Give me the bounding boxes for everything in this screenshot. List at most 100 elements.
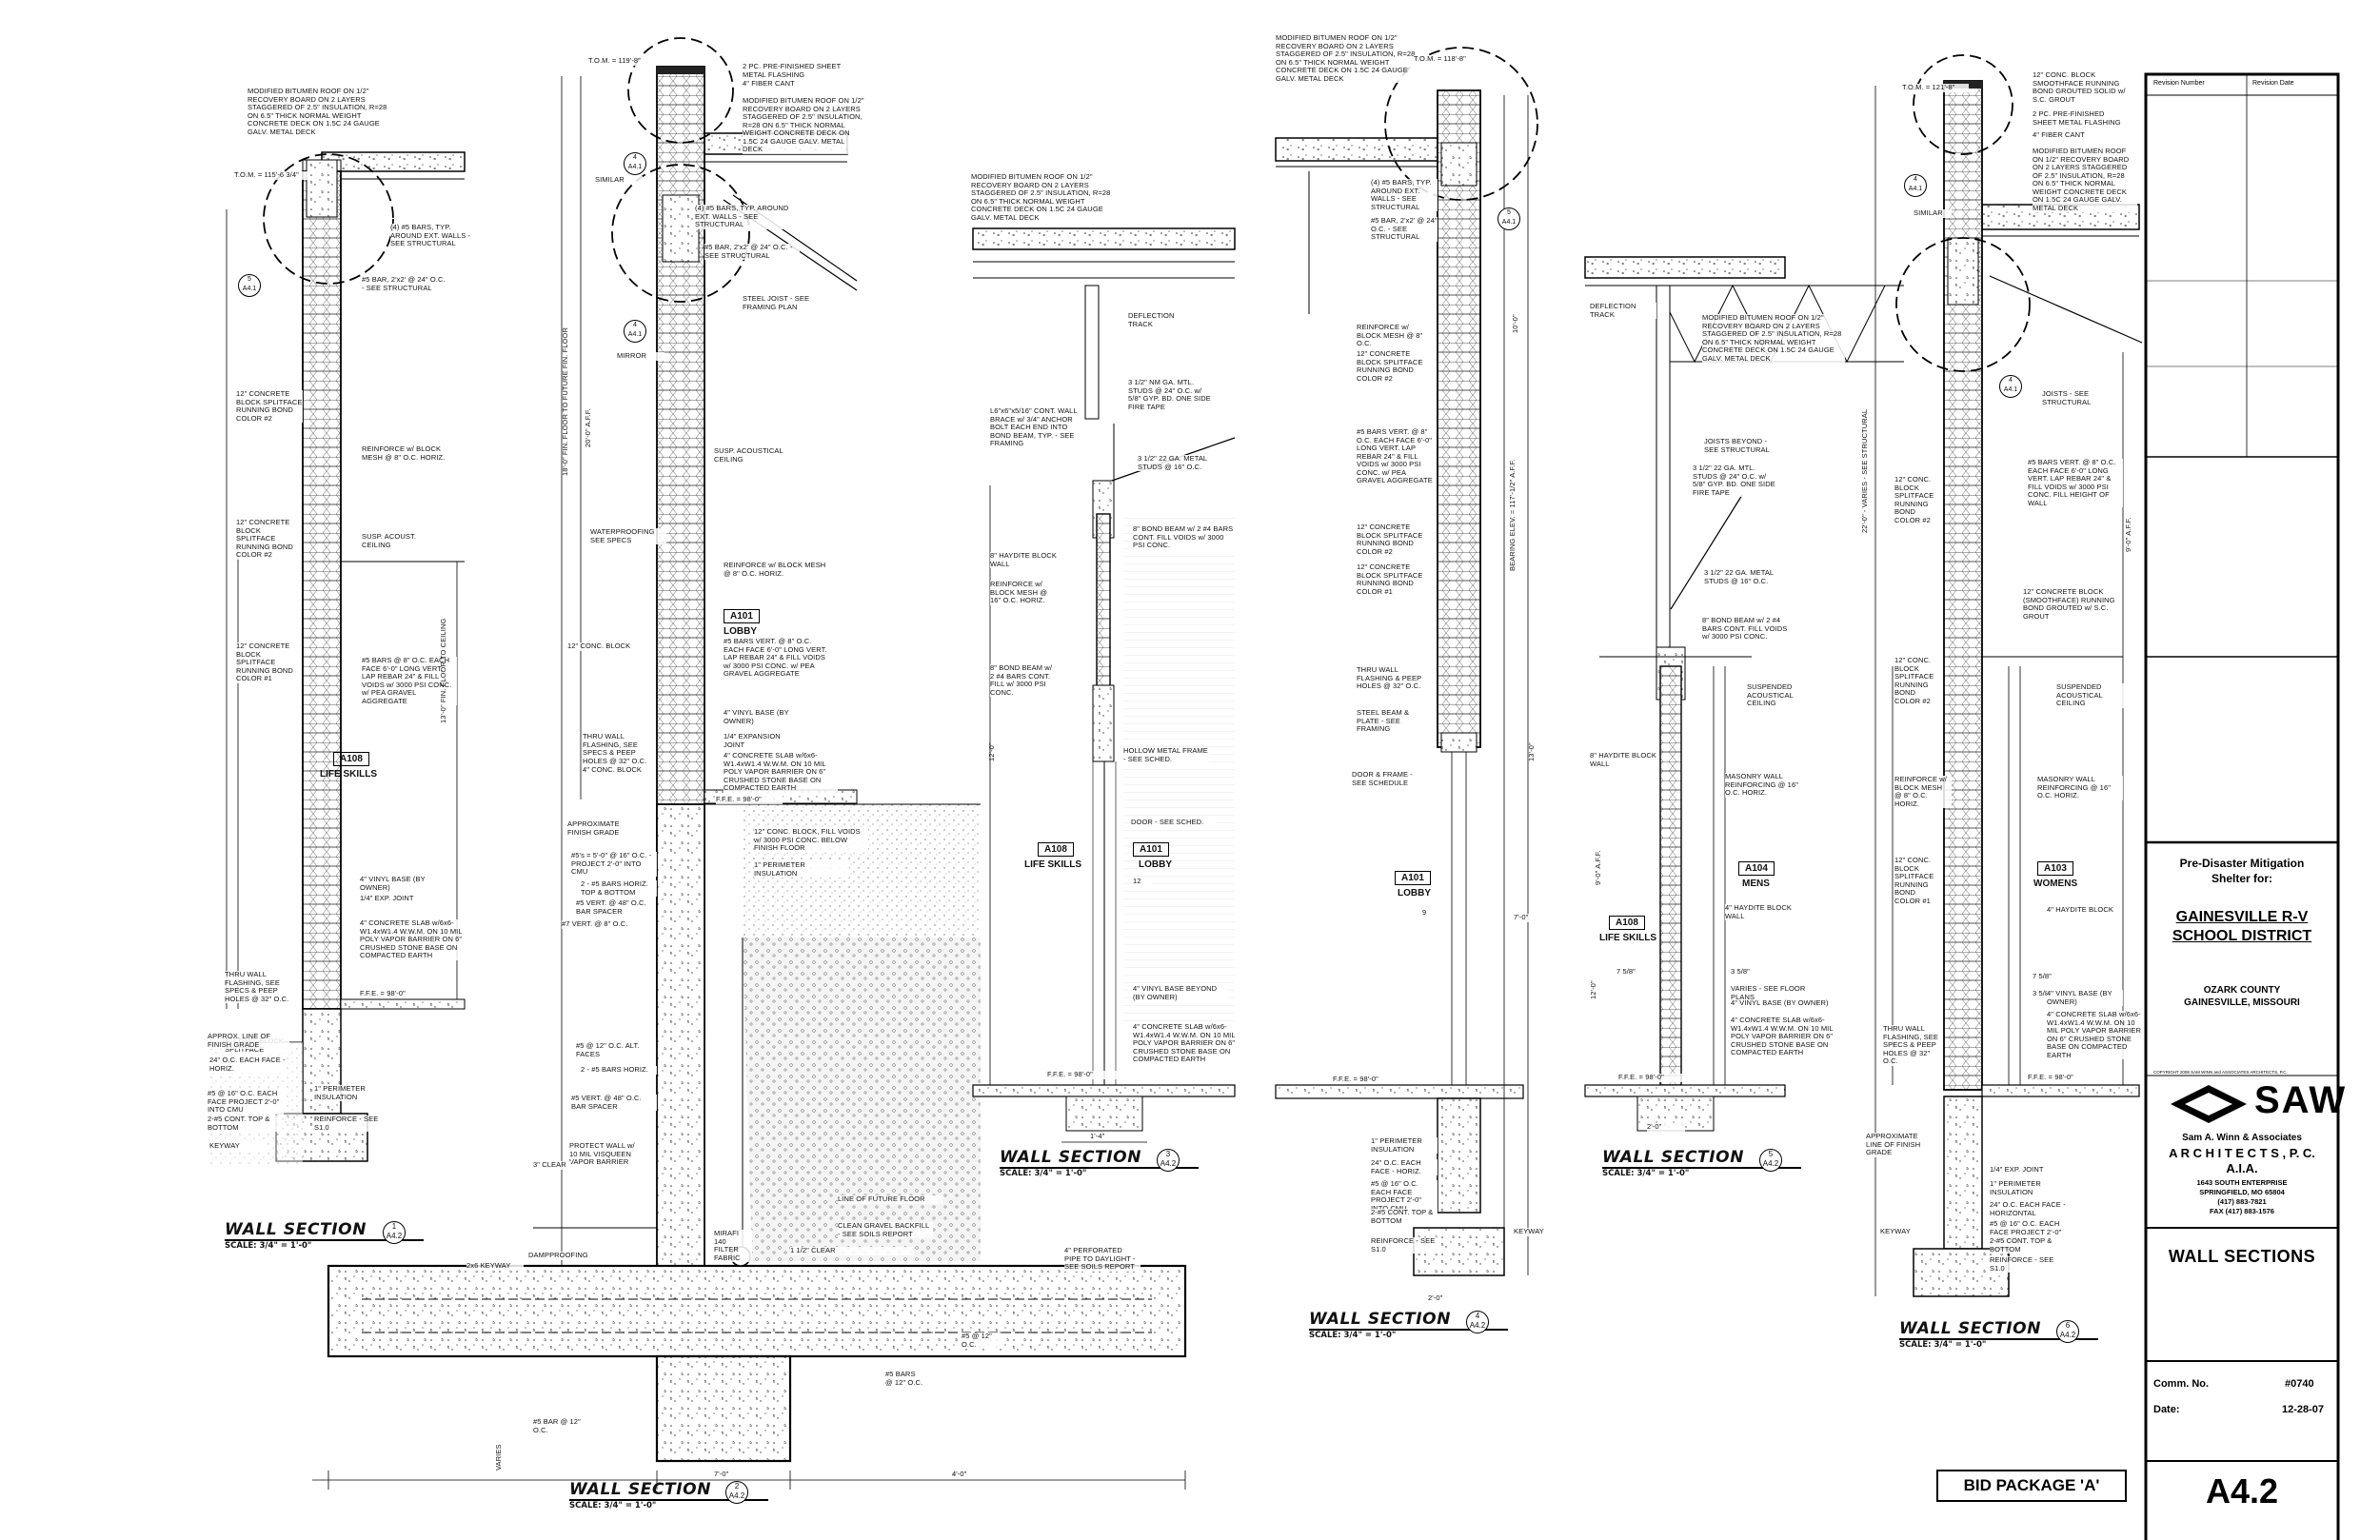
note-s4-1: (4) #5 BARS, TYP. AROUND EXT. WALLS - SE… — [1371, 178, 1438, 211]
note-s5-5: 8" BOND BEAM w/ 2 #4 BARS CONT. FILL VOI… — [1702, 616, 1788, 642]
note-s2-39: #5 BARS @ 12" O.C. — [885, 1370, 923, 1387]
note-s2-11: REINFORCE w/ BLOCK MESH @ 8" O.C. HORIZ. — [724, 561, 828, 578]
wall-section-3 — [972, 227, 1236, 1143]
revision-number-label: Revision Number — [2153, 80, 2205, 87]
note-s6-4: SIMILAR — [1914, 208, 1952, 218]
note-s1-19: 2-#5 CONT. TOP & BOTTOM — [208, 1115, 282, 1132]
note-s2-26: 1" PERIMETER INSULATION — [754, 860, 849, 878]
note-s2-18: 4" CONC. BLOCK — [583, 765, 654, 775]
note-s2-20: APPROXIMATE FINISH GRADE — [567, 819, 644, 837]
note-s6-15: 7 5/8" — [2033, 972, 2061, 981]
sheet-title: WALL SECTIONS — [2168, 1247, 2316, 1266]
note-s2-2: 4" FIBER CANT — [743, 79, 838, 89]
note-s6-31: 9'-0" A.F.F. — [2124, 517, 2132, 552]
note-s6-12: MASONRY WALL REINFORCING @ 16" O.C. HORI… — [2037, 775, 2123, 800]
detail-circle-1 — [263, 153, 394, 285]
note-s2-12: 12" CONC. BLOCK — [567, 642, 644, 651]
bid-package-box — [1936, 1470, 2127, 1502]
note-s1-1: (4) #5 BARS, TYP. AROUND EXT. WALLS - SE… — [390, 223, 481, 248]
note-s1-20: KEYWAY — [209, 1141, 267, 1151]
note-s2-41: 3" CLEAR — [533, 1160, 571, 1170]
note-s1-7: 12" CONCRETE BLOCK SPLITFACE RUNNING BON… — [236, 642, 301, 683]
note-s3-2: 3 1/2" NM GA. MTL. STUDS @ 24" O.C. w/ 5… — [1128, 378, 1214, 411]
note-s6-19: THRU WALL FLASHING, SEE SPECS & PEEP HOL… — [1883, 1024, 1940, 1066]
note-s1-14: F.F.E. = 98'-0" — [360, 989, 426, 998]
note-s3-10: DOOR - SEE SCHED. — [1131, 818, 1217, 827]
room-name-lobby-2: LOBBY — [724, 626, 757, 637]
note-s4-12: 24" O.C. EACH FACE - HORIZ. — [1371, 1158, 1438, 1175]
note-s5-10: 7 5/8" — [1616, 967, 1645, 977]
note-s1-18: #5 @ 16" O.C. EACH FACE PROJECT 2'-0" IN… — [208, 1089, 284, 1115]
note-s1-22: T.O.M. = 115'-6 3/4" — [234, 170, 310, 180]
note-s6-29: T.O.M. = 121'-8" — [1902, 83, 1969, 92]
note-s2-6: #5 BAR, 2'x2' @ 24" O.C. - SEE STRUCTURA… — [704, 243, 800, 260]
county-line-1: OZARK COUNTY — [2203, 985, 2281, 996]
note-s1-16: 24" O.C. EACH FACE - HORIZ. — [209, 1056, 286, 1073]
note-s6-11: REINFORCE w/ BLOCK MESH @ 8" O.C. HORIZ. — [1894, 775, 1952, 808]
note-s3-5: 8" BOND BEAM w/ 2 #4 BARS CONT. FILL VOI… — [1133, 524, 1238, 550]
note-s5-17: 9'-0" A.F.F. — [1594, 850, 1602, 885]
room-name-life-skills-5: LIFE SKILLS — [1599, 933, 1656, 943]
note-s1-3: 12" CONCRETE BLOCK SPLITFACE RUNNING BON… — [236, 389, 303, 423]
note-s3-1: DEFLECTION TRACK — [1128, 311, 1195, 328]
room-name-womens-6: WOMENS — [2033, 879, 2078, 889]
title-block-frame — [2144, 72, 2340, 1540]
note-s6-7: 12" CONC. BLOCK SPLITFACE RUNNING BOND C… — [1894, 475, 1942, 524]
note-s3-0: MODIFIED BITUMEN ROOF ON 1/2" RECOVERY B… — [971, 172, 1123, 222]
note-s2-38: #5 BAR @ 12" O.C. — [533, 1417, 590, 1434]
note-s2-9: SUSP. ACOUSTICAL CEILING — [714, 446, 800, 464]
title-block-lines — [2146, 74, 2338, 1462]
note-s3-12: 4" CONCRETE SLAB w/6x6-W1.4xW1.4 W.W.M. … — [1133, 1022, 1238, 1064]
note-s3-7: REINFORCE w/ BLOCK MESH @ 16" O.C. HORIZ… — [990, 580, 1057, 605]
note-s4-20: 2'-0" — [1428, 1293, 1466, 1303]
note-s2-47: 4'-0" — [952, 1470, 990, 1479]
room-tag-a103-6: A103 — [2037, 861, 2073, 876]
note-s6-10: SUSPENDED ACOUSTICAL CEILING — [2056, 682, 2132, 708]
firm-fax: FAX (417) 883-1576 — [2210, 1207, 2274, 1215]
room-name-lobby-3: LOBBY — [1139, 859, 1172, 870]
note-s5-7: 8" HAYDITE BLOCK WALL — [1590, 751, 1656, 768]
note-s6-6: #5 BARS VERT. @ 8" O.C. EACH FACE 6'-0" … — [2028, 458, 2123, 507]
note-s1-9: THRU WALL FLASHING, SEE SPECS & PEEP HOL… — [225, 970, 301, 1003]
note-s3-15: 12'-0" — [987, 742, 996, 761]
note-s4-7: 12" CONCRETE BLOCK SPLITFACE RUNNING BON… — [1357, 563, 1428, 596]
note-s2-30: PROTECT WALL w/ 10 MIL VISQUEEN VAPOR BA… — [569, 1141, 636, 1167]
note-s4-2: #5 BAR, 2'x2' @ 24" O.C. - SEE STRUCTURA… — [1371, 216, 1438, 242]
note-s2-22: 2 - #5 BARS HORIZ. TOP & BOTTOM — [581, 879, 657, 897]
note-s5-18: 12'-0" — [1589, 980, 1597, 999]
note-s1-12: 1/4" EXP. JOINT — [360, 894, 446, 903]
note-s4-23: 7'-0" — [1514, 913, 1552, 922]
sheet-number: A4.2 — [2205, 1471, 2279, 1510]
note-s2-4: SIMILAR — [595, 175, 643, 185]
note-s2-42: 18'-0" FIN. FLOOR TO FUTURE FIN. FLOOR — [561, 327, 569, 476]
note-s6-1: 2 PC. PRE-FINISHED SHEET METAL FLASHING — [2033, 109, 2128, 127]
note-s4-15: REINFORCE - SEE S1.0 — [1371, 1236, 1438, 1254]
firm-address-1: 1643 SOUTH ENTERPRISE — [2196, 1178, 2288, 1187]
note-s4-22: 10'-0" — [1511, 314, 1519, 333]
note-s4-19: T.O.M. = 118'-8" — [1414, 54, 1490, 64]
section-title-1: WALL SECTION SCALE: 3/4" = 1'-0" — [225, 1220, 425, 1251]
footing-2 — [327, 1264, 1187, 1358]
note-s2-1: 2 PC. PRE-FINISHED SHEET METAL FLASHING — [743, 62, 866, 79]
note-s4-14: 2-#5 CONT. TOP & BOTTOM — [1371, 1208, 1438, 1225]
note-s6-17: 4" VINYL BASE (BY OWNER) — [2047, 989, 2123, 1006]
note-s1-6: SUSP. ACOUST. CEILING — [362, 532, 428, 549]
note-s6-5: JOISTS - SEE STRUCTURAL — [2042, 389, 2118, 406]
note-s5-15: F.F.E. = 98'-0" — [1618, 1073, 1695, 1082]
note-s2-45: 7'-0" — [714, 1470, 752, 1479]
note-s3-6: 8" HAYDITE BLOCK WALL — [990, 551, 1057, 568]
note-s6-8: 12" CONCRETE BLOCK (SMOOTHFACE) RUNNING … — [2023, 587, 2118, 621]
note-s6-2: 4" FIBER CANT — [2033, 130, 2109, 140]
firm-logo-text: SAW — [2254, 1079, 2348, 1121]
note-s6-20: F.F.E. = 98'-0" — [2028, 1073, 2104, 1082]
section-title-2: WALL SECTION SCALE: 3/4" = 1'-0" — [569, 1480, 769, 1510]
note-s5-16: 2'-0" — [1647, 1122, 1685, 1132]
note-s4-24: 13'-0" — [1527, 742, 1536, 761]
